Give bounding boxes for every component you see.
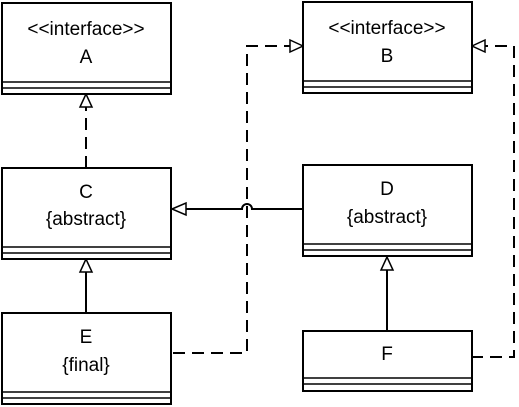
class-f-box — [302, 330, 473, 392]
connector-e-b — [173, 45, 290, 354]
class-e-box — [1, 312, 172, 405]
class-a-name: A — [80, 47, 93, 68]
generalization-arrowhead-d — [379, 255, 395, 271]
class-d-box — [302, 164, 473, 257]
connector-f-b — [471, 45, 515, 358]
generalization-arrowhead-c-from-e — [78, 257, 94, 273]
class-b-name: B — [381, 46, 394, 67]
class-c-modifier: {abstract} — [46, 209, 126, 230]
class-b: <<interface>> B — [302, 1, 473, 94]
class-c-box — [1, 167, 172, 260]
class-a: <<interface>> A — [1, 2, 172, 95]
generalization-arrowhead-c — [170, 201, 187, 217]
relation-c-realizes-a — [78, 92, 94, 168]
realization-arrowhead-b-from-f — [470, 38, 486, 54]
class-d-modifier: {abstract} — [347, 207, 427, 228]
class-b-stereotype: <<interface>> — [328, 18, 445, 39]
class-b-box — [302, 1, 473, 94]
class-a-box — [1, 2, 172, 95]
realization-arrowhead-b-from-e — [289, 38, 305, 54]
relation-f-extends-d — [379, 255, 395, 331]
class-d: D {abstract} — [302, 164, 473, 257]
class-e-name: E — [80, 327, 93, 348]
relation-f-realizes-b — [470, 38, 515, 358]
class-d-name: D — [380, 179, 394, 200]
relation-e-extends-c — [78, 257, 94, 313]
class-a-stereotype: <<interface>> — [27, 19, 144, 40]
class-e-modifier: {final} — [62, 355, 110, 376]
relation-e-realizes-b — [173, 38, 305, 354]
class-e: E {final} — [1, 312, 172, 405]
class-c-name: C — [79, 182, 93, 203]
relation-d-extends-c — [170, 201, 303, 217]
class-c: C {abstract} — [1, 167, 172, 260]
class-f-name: F — [381, 344, 393, 365]
class-f: F — [302, 330, 473, 392]
realization-arrowhead-a — [78, 92, 94, 108]
connector-d-c — [186, 203, 303, 210]
